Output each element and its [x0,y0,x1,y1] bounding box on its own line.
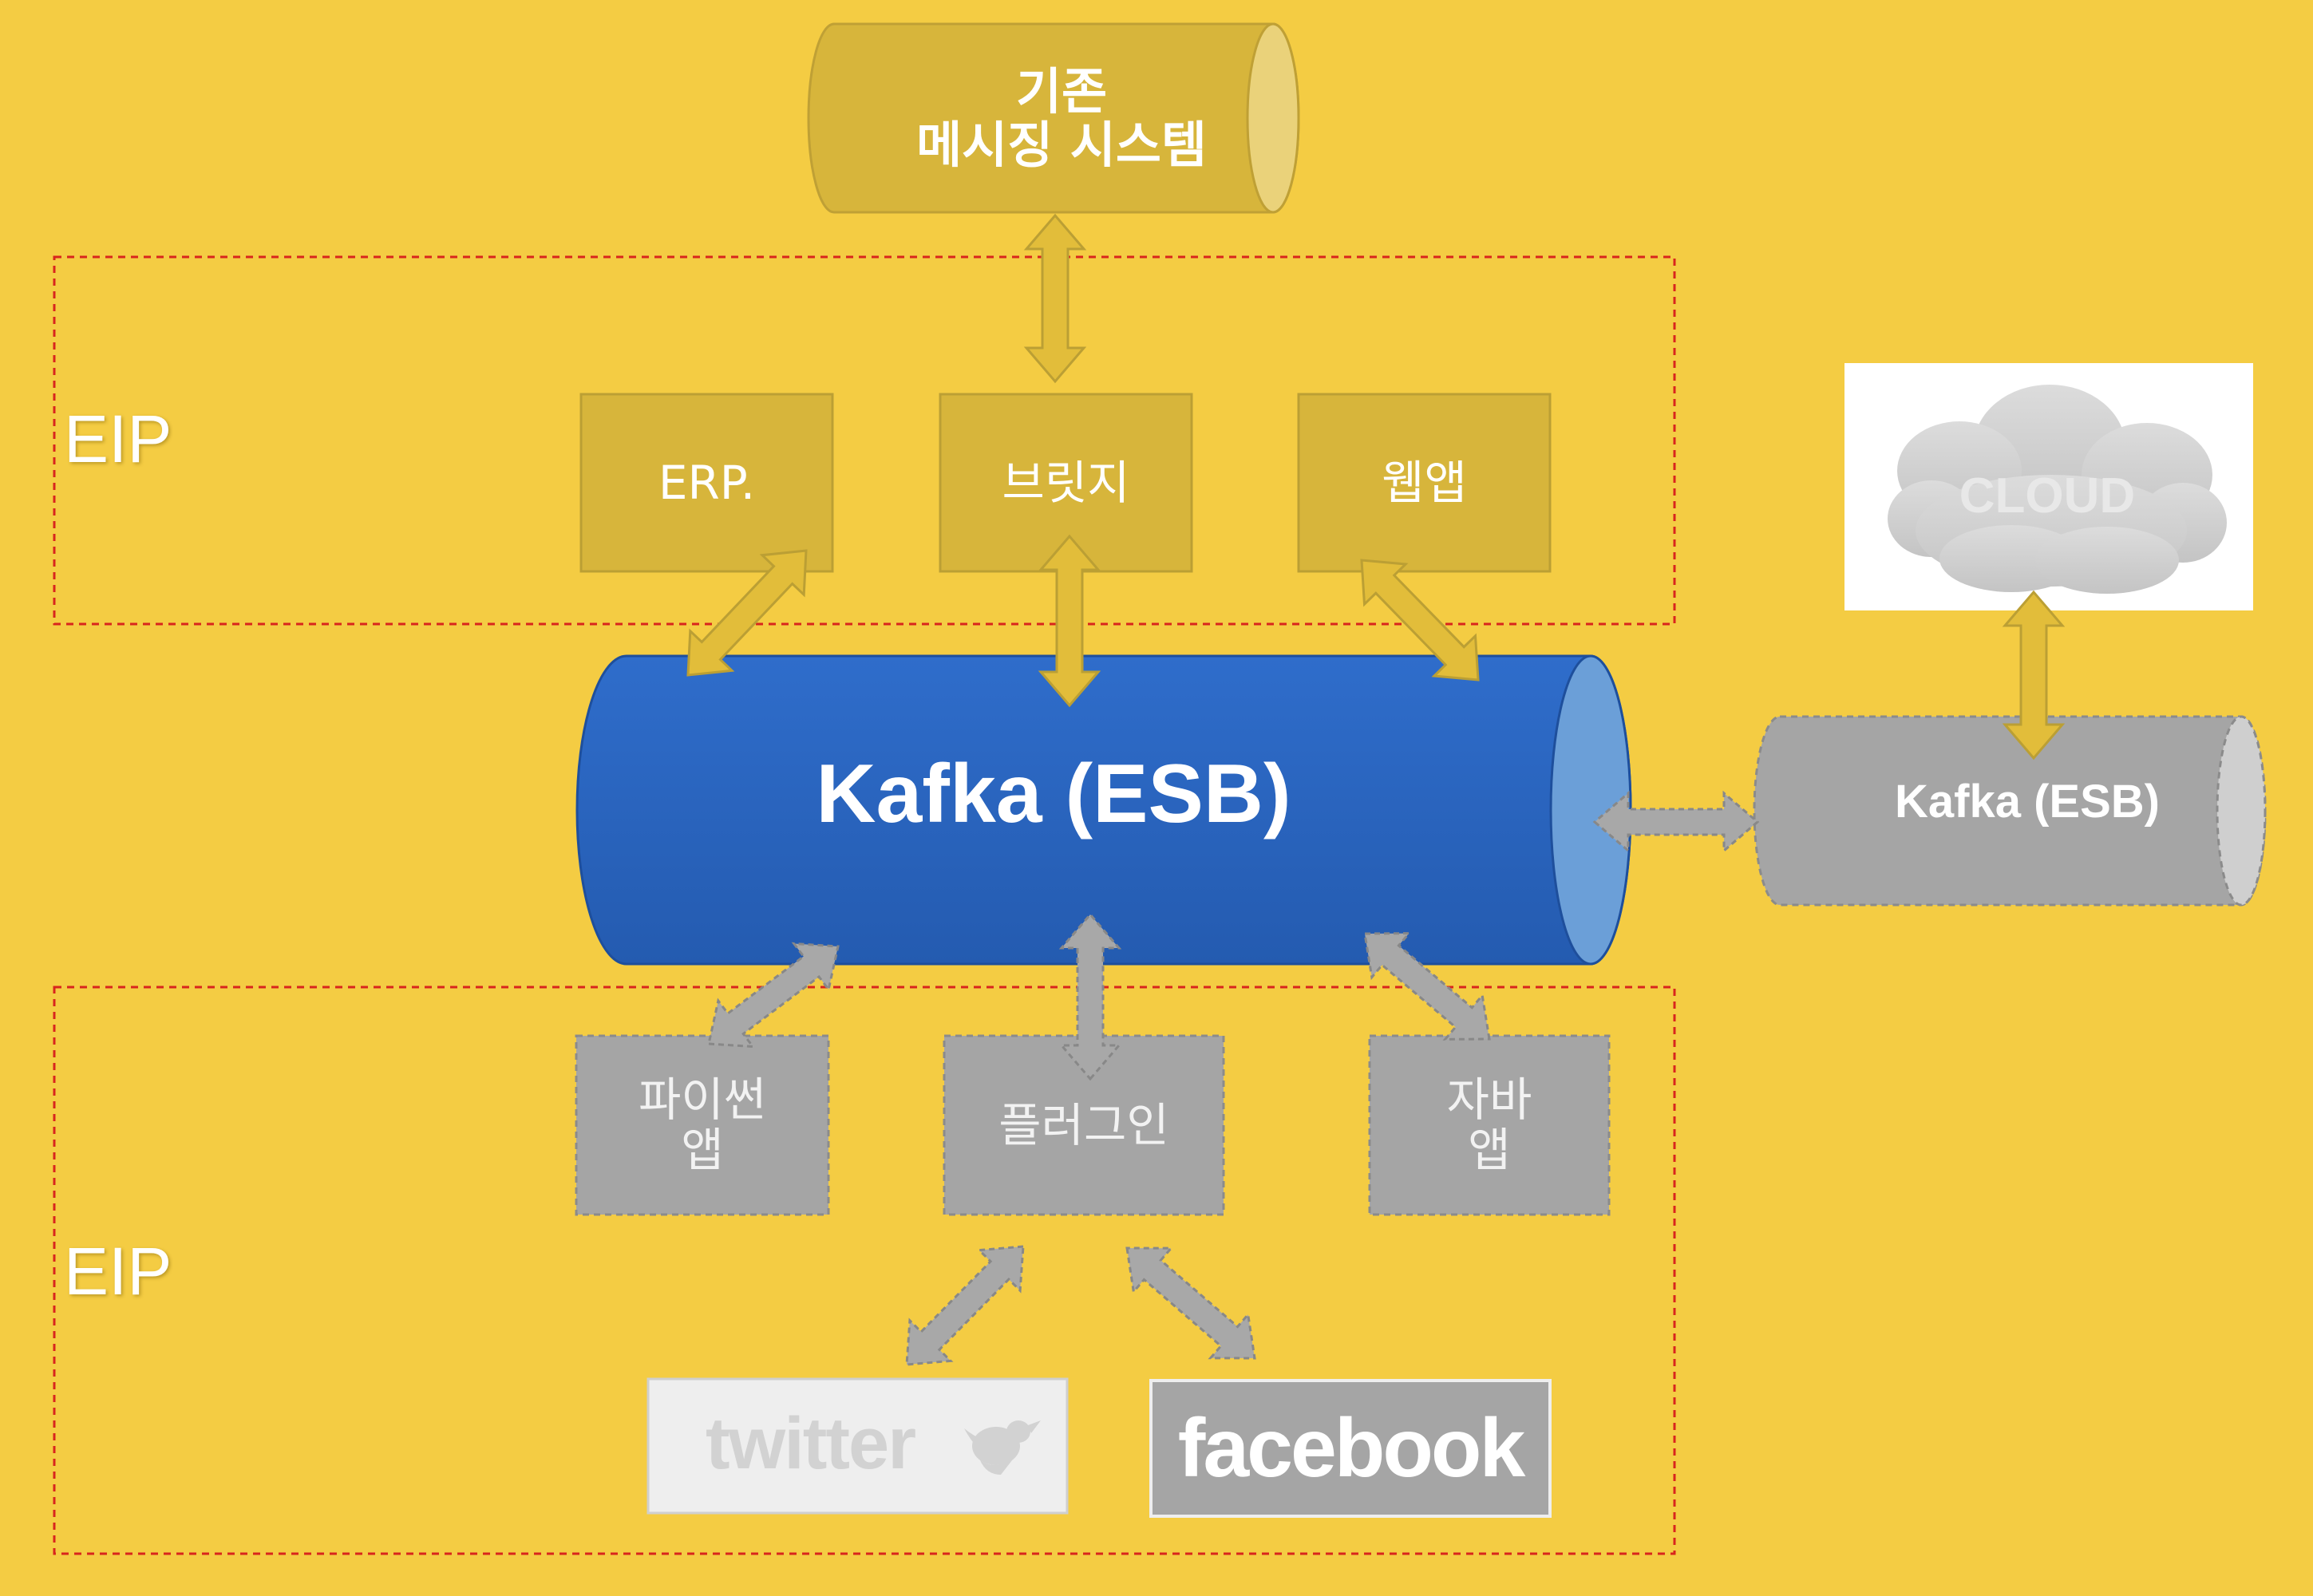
cloud-card [1844,363,2253,610]
erp-box [579,393,834,573]
erp-label: ERP. [658,455,756,510]
kafka-side-label: Kafka (ESB) [1895,775,2160,828]
java-kafka-arrow [1363,932,1491,1041]
cloud-kafka-side-arrow [2002,590,2066,760]
python-kafka-arrow [707,942,840,1049]
twitter-bird-icon [964,1420,1041,1475]
kafka-main-cylinder [575,654,1632,966]
java-app-label: 자바 앱 [1446,1073,1532,1177]
bridge-label: 브릿지 [1002,455,1130,510]
legacy-bridge-arrow [1023,213,1087,384]
plugin-label: 플러그인 [998,1097,1169,1152]
legacy-system-cylinder [807,22,1300,214]
webapp-label: 웹앱 [1382,455,1467,510]
python-app-label: 파이썬 앱 [638,1073,767,1177]
legacy-system-label: 기존 메시징 시스템 [916,62,1207,174]
kafka-kafka-side-arrow [1592,790,1760,854]
plugin-kafka-arrow [1058,912,1122,1081]
eip-top-region [53,255,1676,626]
arrows-layer [686,213,2066,1366]
webapp-box [1297,393,1552,573]
erp-kafka-arrow [686,549,808,677]
plugin-twitter-arrow [905,1245,1025,1366]
facebook-logo-card [1149,1379,1552,1518]
twitter-logo-text: twitter [706,1403,916,1485]
eip-bottom-label: EIP [64,1234,172,1309]
eip-bottom-region [53,986,1676,1555]
bridge-kafka-arrow [1038,534,1101,708]
facebook-logo-text: facebook [1177,1401,1526,1495]
kafka-side-cylinder [1753,715,2267,907]
java-app-box [1368,1034,1611,1216]
cloud-icon [1888,385,2227,594]
plugin-facebook-arrow [1125,1246,1256,1360]
eip-top-label: EIP [64,401,172,476]
python-app-box [575,1034,830,1216]
kafka-main-label: Kafka (ESB) [816,747,1291,840]
webapp-kafka-arrow [1360,559,1480,681]
cloud-label: CLOUD [1959,468,2136,524]
